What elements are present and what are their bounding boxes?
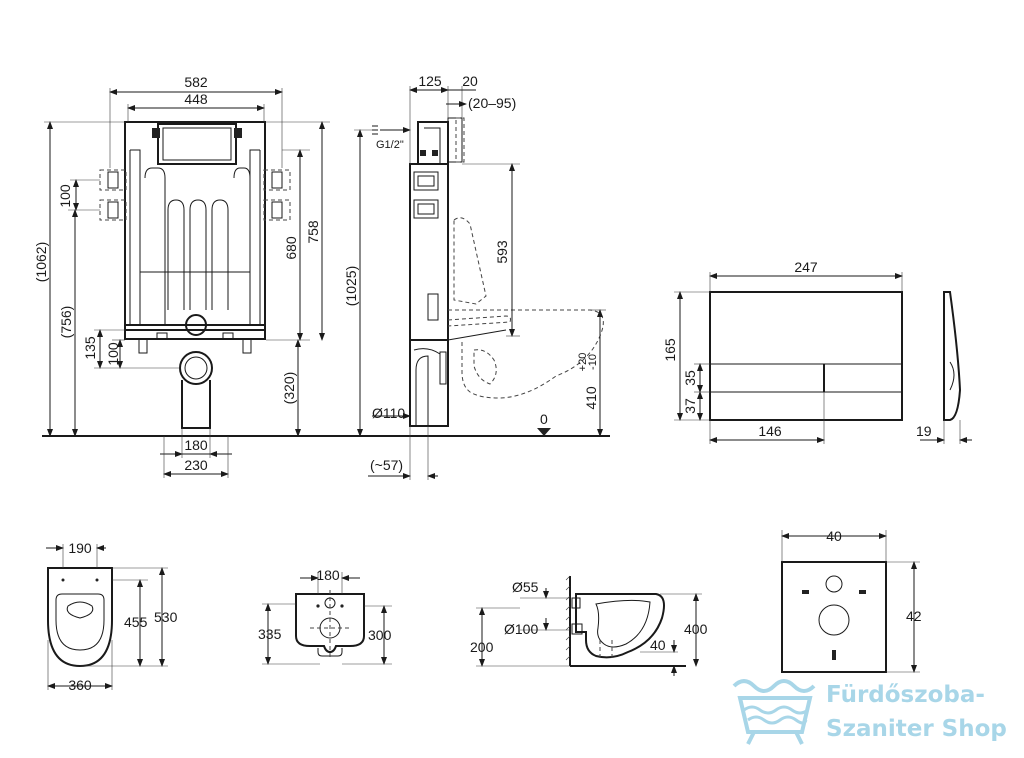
- dim-582: 582: [184, 74, 208, 90]
- dim-37: 37: [682, 398, 698, 414]
- dim-1025: (1025): [343, 266, 359, 306]
- pipe-label: G1/2": [376, 139, 404, 151]
- dim-100-top: 100: [57, 184, 73, 208]
- dim-165: 165: [662, 338, 678, 362]
- dim-40-gasket: 40: [826, 528, 842, 544]
- dim-d110: Ø110: [372, 405, 405, 421]
- dim-448: 448: [184, 91, 208, 107]
- dim-146: 146: [758, 423, 782, 439]
- flush-plate-view: 247 165 35 37 146 19: [662, 259, 972, 444]
- dim-593: 593: [494, 240, 510, 264]
- dim-180-frame: 180: [184, 437, 208, 453]
- floor-zero: 0: [540, 411, 548, 427]
- dim-320: (320): [281, 372, 297, 405]
- dim-1062: (1062): [33, 242, 49, 282]
- dim-190: 190: [68, 540, 92, 556]
- dim-57: (~57): [370, 457, 403, 473]
- dim-410-tol-minus: -10: [587, 354, 599, 370]
- dim-247: 247: [794, 259, 818, 275]
- dim-125: 125: [418, 73, 442, 89]
- dim-360: 360: [68, 677, 92, 693]
- shop-watermark: Fürdőszoba- Szaniter Shop: [730, 672, 1020, 752]
- dim-410: 410: [583, 386, 599, 410]
- dim-180-bowl: 180: [316, 567, 340, 583]
- bowl-top-view: 190 455 530 360: [46, 540, 178, 693]
- gasket-view: 40 42: [781, 528, 922, 673]
- dim-230: 230: [184, 457, 208, 473]
- dim-20: 20: [462, 73, 478, 89]
- dim-400: 400: [684, 621, 708, 637]
- dim-680: 680: [283, 236, 299, 260]
- dim-135: 135: [82, 336, 98, 360]
- dim-100-bottom: 100: [105, 342, 121, 366]
- dim-35: 35: [682, 370, 698, 386]
- dim-756: (756): [58, 306, 74, 339]
- dim-42: 42: [906, 608, 922, 624]
- dim-200: 200: [470, 639, 494, 655]
- dim-530: 530: [154, 609, 178, 625]
- frame-front-view: 582 448 (1062) (756) 100 135 100 680: [33, 74, 330, 478]
- dim-455: 455: [124, 614, 148, 630]
- dim-758: 758: [305, 220, 321, 244]
- dim-20-95: (20–95): [468, 95, 516, 111]
- dim-19: 19: [916, 423, 932, 439]
- dim-410-tol-plus: +20: [577, 353, 589, 372]
- bathtub-logo-icon: [732, 679, 816, 745]
- bowl-back-view: 180 335 300: [258, 567, 392, 665]
- dim-335: 335: [258, 626, 282, 642]
- dim-d100: Ø100: [504, 621, 538, 637]
- dim-300: 300: [368, 627, 392, 643]
- watermark-line-1: Fürdőszoba-: [826, 682, 985, 708]
- dim-d55: Ø55: [512, 579, 539, 595]
- bowl-side-view: Ø55 Ø100 200 400 40: [470, 575, 708, 676]
- watermark-line-2: Szaniter Shop: [826, 716, 1007, 742]
- frame-side-view: G1/2" 125 20 (20–95) (1025) 593 Ø110 (~5…: [343, 73, 606, 480]
- dim-40-bowl: 40: [650, 637, 666, 653]
